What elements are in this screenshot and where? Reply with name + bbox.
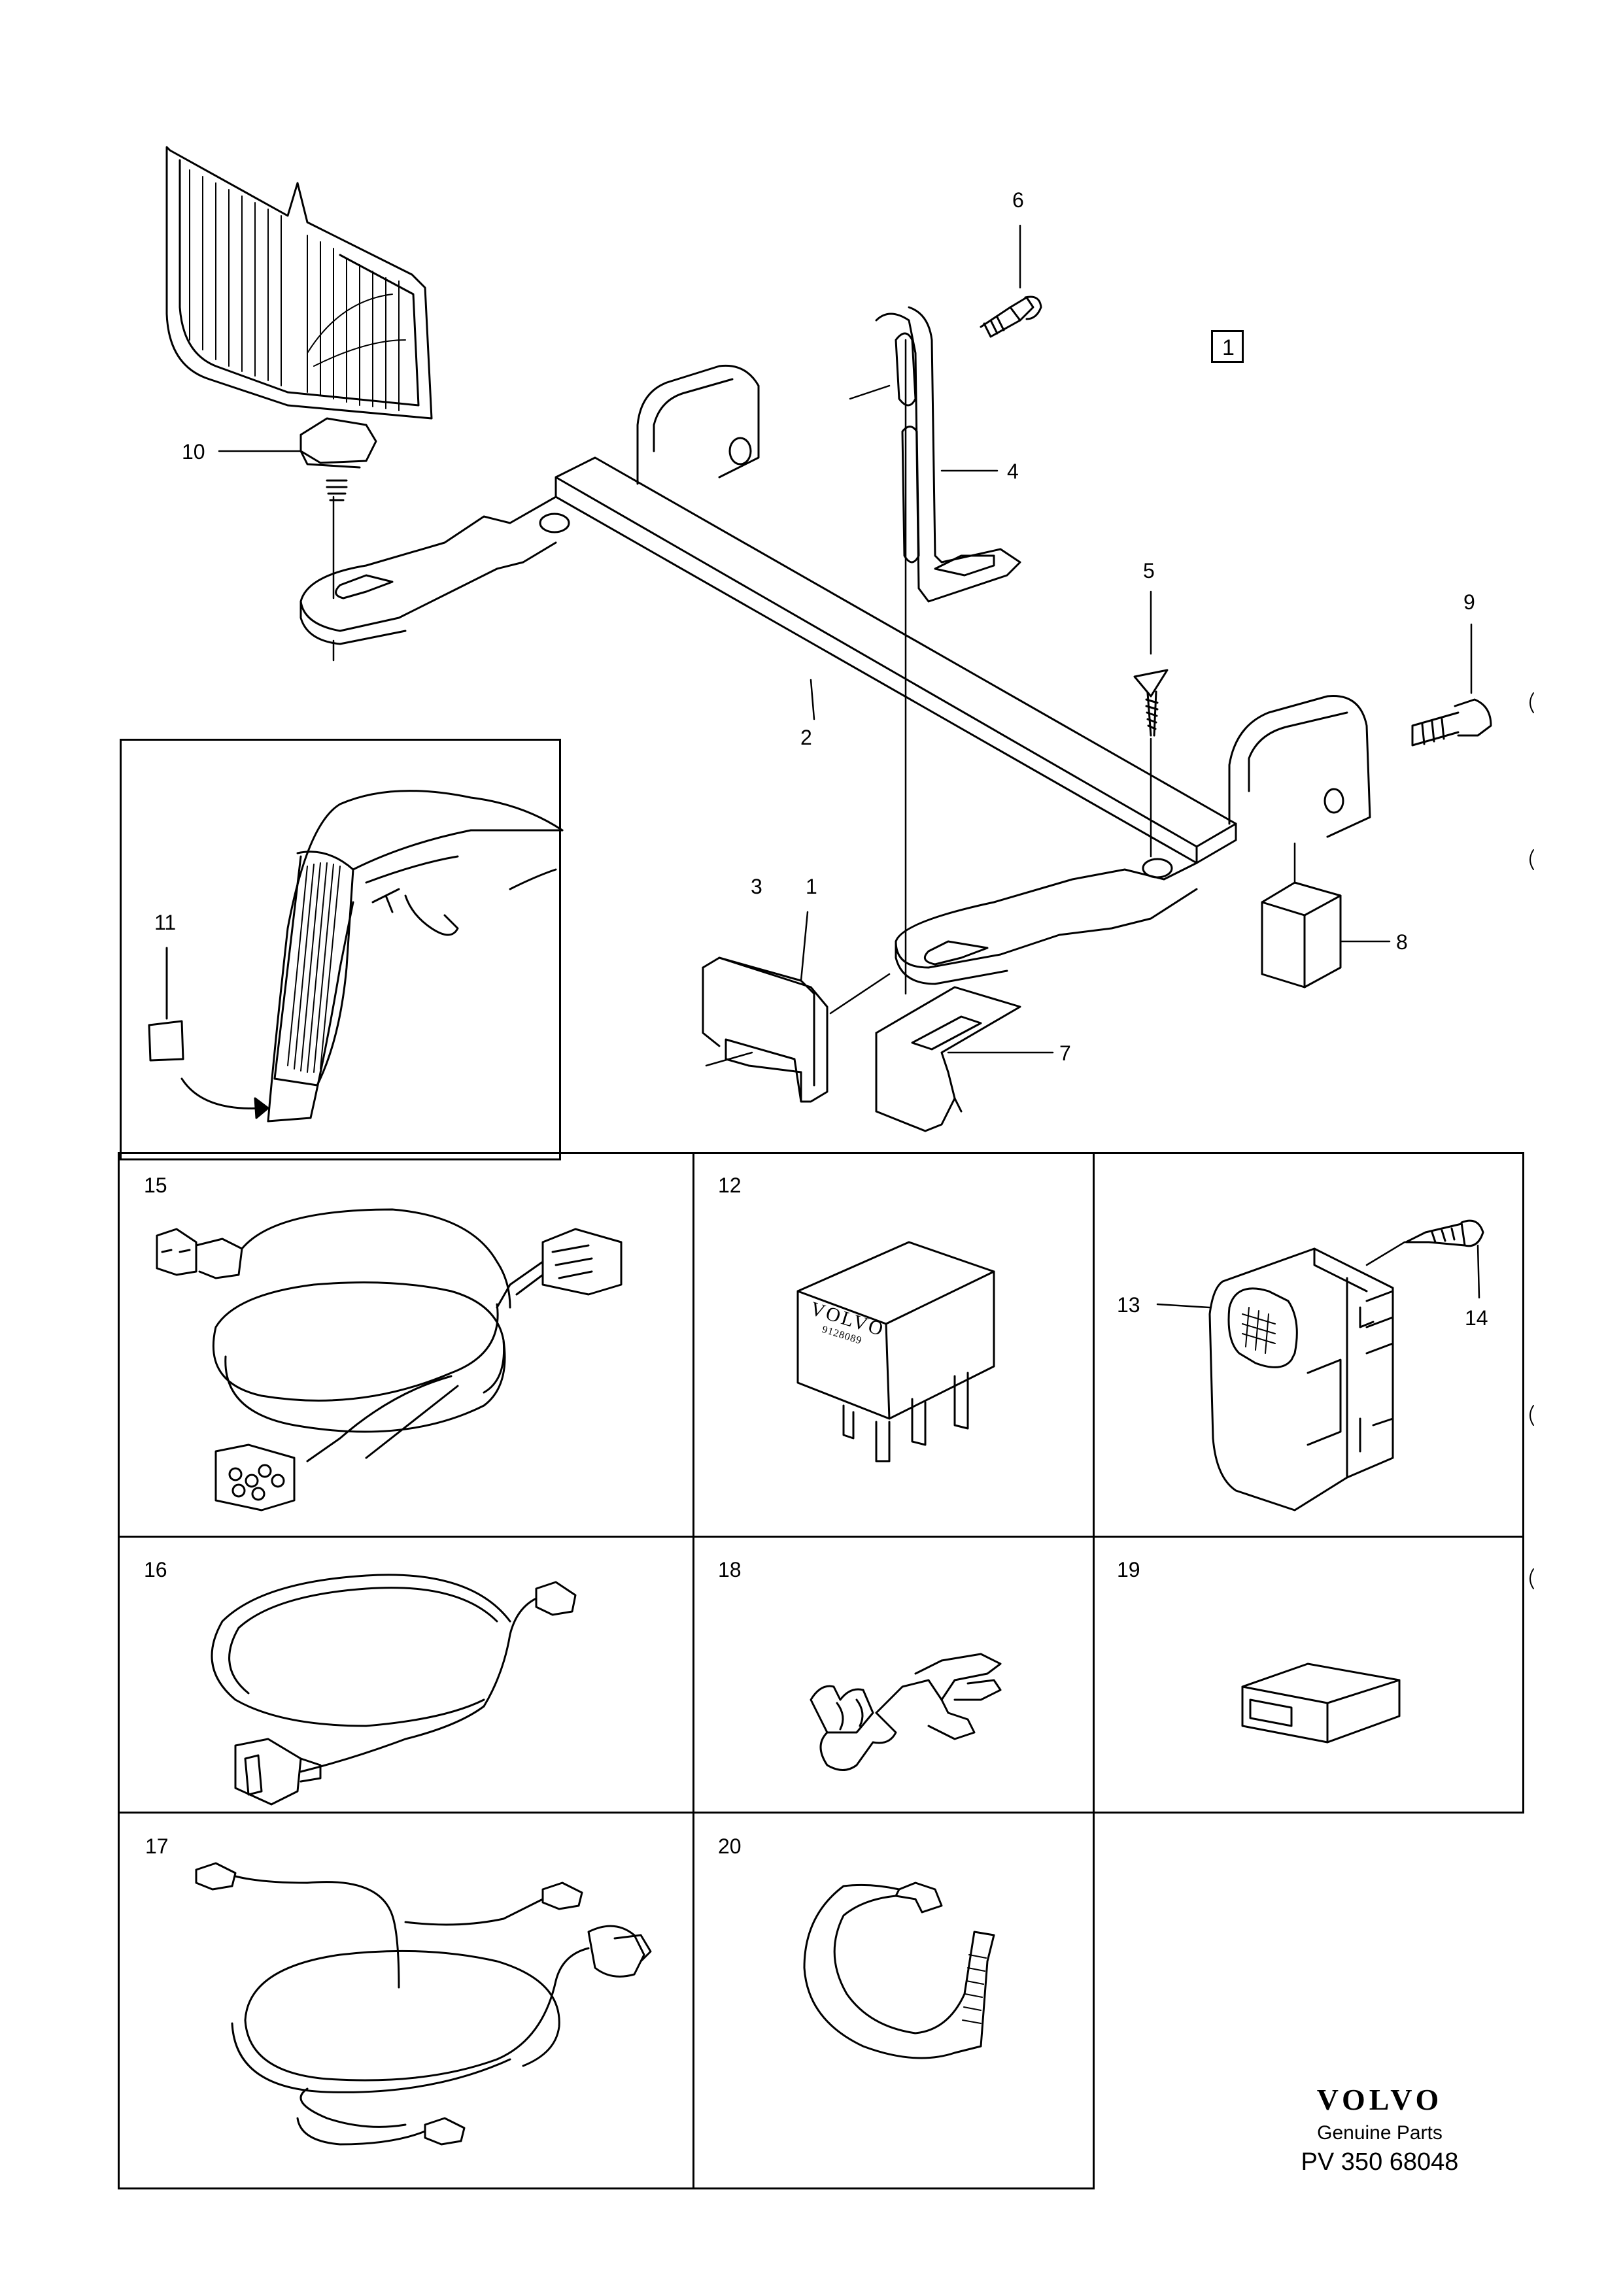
bracket-4-icon: [875, 306, 1021, 603]
callout-18: 18: [718, 1558, 742, 1581]
callout-4: 4: [1007, 460, 1019, 483]
callout-8: 8: [1396, 930, 1408, 954]
screw-5-icon: [1133, 669, 1169, 737]
diagram-ref-box: 1: [1211, 330, 1244, 363]
callout-7: 7: [1059, 1041, 1071, 1065]
screw-icon: [980, 295, 1042, 338]
terminal-icon: [810, 1653, 1002, 1771]
headlamp-icon: [165, 146, 433, 501]
wiring-harness-17-icon: [195, 1862, 652, 2146]
bolt-icon: [1411, 698, 1492, 747]
grid-box-19: [1093, 1536, 1524, 1814]
callout-6: 6: [1012, 188, 1024, 212]
rubber-block-icon: [1261, 881, 1342, 988]
inset-11-box: [120, 739, 561, 1160]
callout-16: 16: [144, 1558, 167, 1581]
grid-box-20: [692, 1812, 1095, 2189]
callout-9: 9: [1463, 590, 1475, 614]
callout-10: 10: [182, 440, 205, 464]
grid-box-12: [692, 1152, 1095, 1538]
diagram-code: PV 350 68048: [1301, 2148, 1459, 2176]
volvo-logo: VOLVO: [1316, 2083, 1443, 2116]
callout-20: 20: [718, 1834, 742, 1858]
callout-14: 14: [1465, 1306, 1488, 1330]
callout-19: 19: [1117, 1558, 1140, 1581]
clip-icon: [702, 956, 829, 1103]
connector-icon: [1241, 1663, 1401, 1744]
callout-2: 2: [800, 726, 812, 749]
grid-box-16: [118, 1536, 694, 1814]
callout-15: 15: [144, 1173, 167, 1197]
margin-marks: [1529, 692, 1534, 1589]
grid-box-17: [118, 1812, 694, 2189]
screw-14-icon: [1156, 1219, 1484, 1309]
cable-tie-icon: [803, 1882, 995, 2059]
callout-1: 1: [806, 875, 817, 898]
genuine-parts-label: Genuine Parts: [1317, 2122, 1443, 2144]
diagram-ref: 1: [1222, 335, 1235, 360]
leader-lines: [218, 224, 1473, 1067]
callout-13: 13: [1117, 1293, 1140, 1317]
callout-12: 12: [718, 1173, 742, 1197]
callout-3: 3: [751, 875, 762, 898]
car-front-icon: [148, 790, 564, 1123]
callout-11: 11: [154, 911, 177, 934]
grid-box-18: [692, 1536, 1095, 1814]
brand-block: VOLVO Genuine Parts PV 350 68048: [1282, 2082, 1478, 2176]
relay-icon: [796, 1241, 995, 1462]
clip-7-icon: [875, 986, 1021, 1132]
grid-box-13: [1093, 1152, 1524, 1538]
grid-box-15: [118, 1152, 694, 1538]
bracket-icon: [299, 364, 1371, 985]
wiring-harness-15-icon: [156, 1208, 623, 1511]
wiring-harness-16-icon: [211, 1574, 577, 1806]
callout-5: 5: [1143, 559, 1155, 582]
switch-icon: [1208, 1247, 1394, 1511]
callout-17: 17: [145, 1834, 169, 1858]
